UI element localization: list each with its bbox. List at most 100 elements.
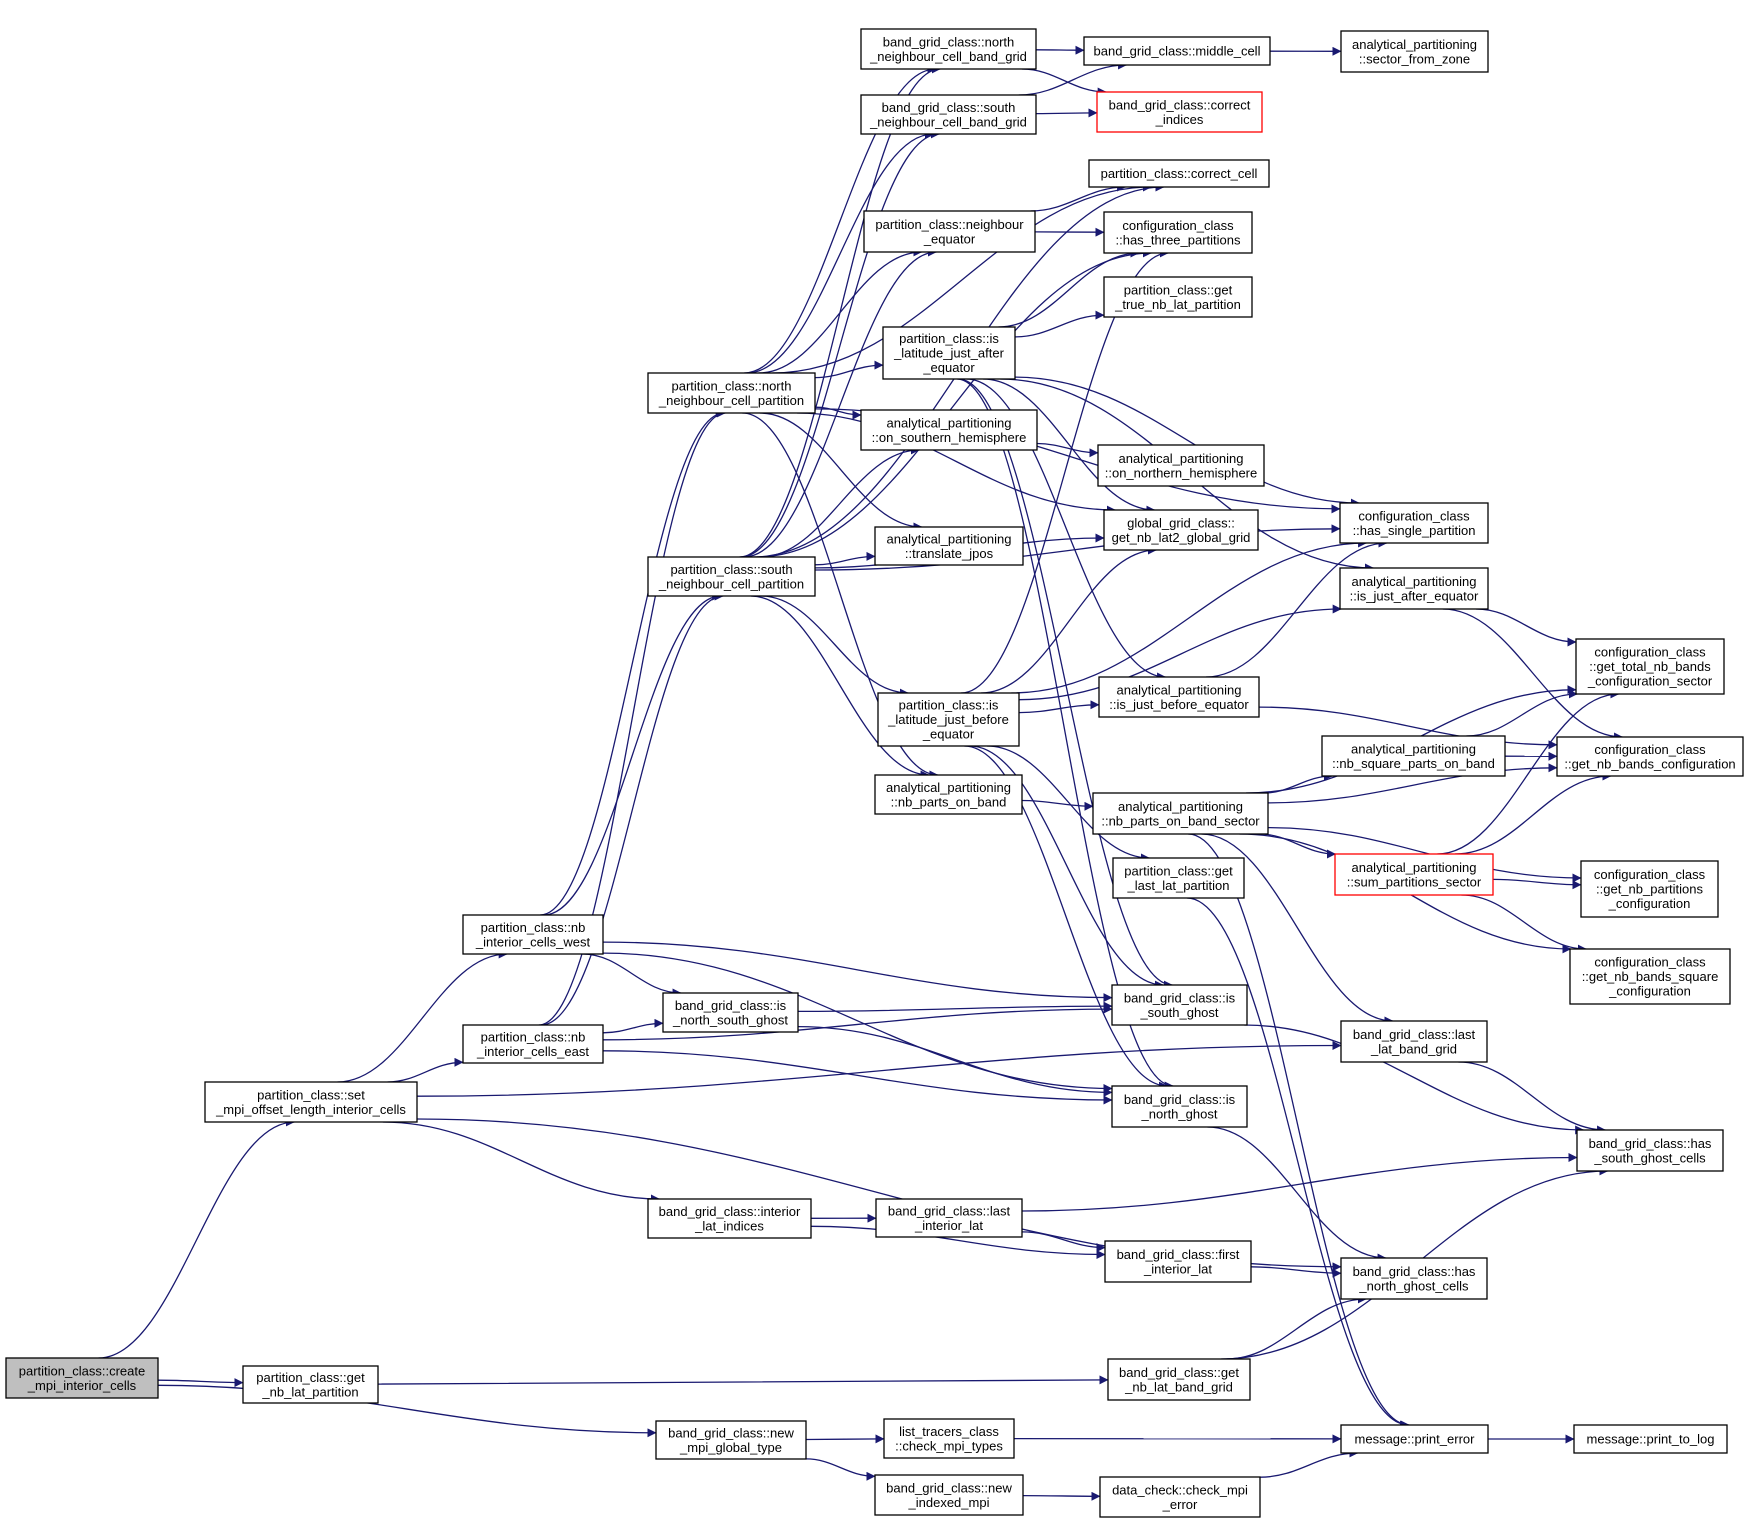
node-box: [874, 526, 1024, 566]
node-box: [860, 28, 1037, 70]
node-box: [655, 1420, 807, 1460]
node-last-interior-lat[interactable]: band_grid_class::last_interior_lat: [875, 1198, 1023, 1238]
node-label: message::print_to_log: [1587, 1432, 1715, 1447]
node-box: [1339, 567, 1489, 610]
node-is-lat-after[interactable]: partition_class::is_latitude_just_after_…: [882, 326, 1016, 380]
node-label: ::get_nb_bands_square: [1582, 969, 1719, 984]
node-label: configuration_class: [1358, 508, 1470, 523]
node-label: partition_class::get: [256, 1370, 365, 1385]
edge-sum-partitions-to-get-nb-partitions: [1492, 878, 1582, 890]
node-last-lat-band[interactable]: band_grid_class::last_lat_band_grid: [1340, 1020, 1488, 1063]
node-get-last-lat[interactable]: partition_class::get_last_lat_partition: [1112, 857, 1245, 899]
node-is-just-before[interactable]: analytical_partitioning::is_just_before_…: [1098, 676, 1260, 718]
node-label: _lat_band_grid: [1370, 1041, 1457, 1056]
node-is-south-ghost[interactable]: band_grid_class::is_south_ghost: [1111, 984, 1248, 1026]
node-is-lat-before[interactable]: partition_class::is_latitude_just_before…: [877, 692, 1020, 747]
edge-is-ns-ghost-to-is-south-ghost: [797, 1001, 1113, 1013]
node-has-north-ghost-cells[interactable]: band_grid_class::has_north_ghost_cells: [1340, 1257, 1488, 1300]
edge-create-mpi-to-get-nb-lat-partition: [157, 1378, 244, 1388]
edge-north-partition-to-is-lat-after: [814, 360, 884, 379]
node-sum-partitions[interactable]: analytical_partitioning::sum_partitions_…: [1334, 853, 1494, 896]
node-get-nb-lat2[interactable]: global_grid_class::get_nb_lat2_global_gr…: [1103, 509, 1259, 551]
node-box: [1569, 948, 1731, 1005]
edge-sum-partitions-to-get-total-nb-bands: [1437, 689, 1620, 855]
node-north-band-grid[interactable]: band_grid_class::north_neighbour_cell_ba…: [860, 28, 1037, 70]
node-get-nb-lat-partition[interactable]: partition_class::get_nb_lat_partition: [242, 1365, 379, 1404]
edge-south-band-grid-to-middle-cell: [1018, 60, 1128, 96]
node-is-just-after[interactable]: analytical_partitioning::is_just_after_e…: [1339, 567, 1489, 610]
node-first-interior-lat[interactable]: band_grid_class::first_interior_lat: [1104, 1240, 1252, 1283]
node-south-partition[interactable]: partition_class::south_neighbour_cell_pa…: [647, 556, 816, 597]
node-nb-parts-on-band[interactable]: analytical_partitioning::nb_parts_on_ban…: [874, 774, 1023, 815]
node-sector-from-zone[interactable]: analytical_partitioning::sector_from_zon…: [1340, 30, 1489, 73]
node-label: band_grid_class::north: [883, 34, 1015, 49]
node-get-true-nb-lat[interactable]: partition_class::get_true_nb_lat_partiti…: [1103, 276, 1253, 318]
edge-set-mpi-to-last-lat-band: [416, 1041, 1342, 1097]
edge-south-partition-to-has-three: [756, 248, 1152, 558]
node-new-mpi-global[interactable]: band_grid_class::new_mpi_global_type: [655, 1420, 807, 1460]
edge-get-nb-lat-band-to-has-north-ghost-cells: [1226, 1294, 1367, 1360]
edge-is-just-after-to-get-nb-bands-config: [1442, 608, 1624, 742]
node-has-three[interactable]: configuration_class::has_three_partition…: [1103, 211, 1253, 254]
node-new-indexed-mpi[interactable]: band_grid_class::new_indexed_mpi: [874, 1474, 1024, 1516]
node-has-single[interactable]: configuration_class::has_single_partitio…: [1339, 502, 1489, 544]
node-correct-cell[interactable]: partition_class::correct_cell: [1088, 159, 1270, 188]
node-label: ::get_nb_partitions: [1596, 882, 1703, 897]
node-box: [1576, 1129, 1724, 1172]
edge-is-lat-after-to-is-just-before: [966, 378, 1167, 682]
node-get-nb-lat-band[interactable]: band_grid_class::get_nb_lat_band_grid: [1107, 1358, 1251, 1401]
node-label: get_nb_lat2_global_grid: [1112, 530, 1251, 545]
node-north-partition[interactable]: partition_class::north_neighbour_cell_pa…: [647, 372, 816, 414]
edge-nb-parts-sector-to-last-lat-band: [1201, 833, 1394, 1026]
node-label: _configuration: [1608, 984, 1691, 999]
node-print-to-log[interactable]: message::print_to_log: [1573, 1424, 1728, 1454]
node-check-mpi-error[interactable]: data_check::check_mpi_error: [1099, 1476, 1261, 1518]
node-middle-cell[interactable]: band_grid_class::middle_cell: [1083, 36, 1271, 66]
node-label: _latitude_just_after: [893, 346, 1005, 361]
node-check-mpi-types[interactable]: list_tracers_class::check_mpi_types: [883, 1418, 1015, 1459]
node-label: partition_class::nb: [481, 920, 586, 935]
node-create-mpi[interactable]: partition_class::create_mpi_interior_cel…: [5, 1357, 159, 1399]
node-interior-lat-indices[interactable]: band_grid_class::interior_lat_indices: [647, 1198, 812, 1239]
node-box: [1340, 30, 1489, 73]
node-has-south-ghost-cells[interactable]: band_grid_class::has_south_ghost_cells: [1576, 1129, 1724, 1172]
node-nb-parts-sector[interactable]: analytical_partitioning::nb_parts_on_ban…: [1092, 792, 1269, 835]
node-label: _neighbour_cell_band_grid: [869, 114, 1027, 129]
node-box: [1340, 1424, 1489, 1454]
edge-last-interior-lat-to-has-south-ghost-cells: [1021, 1153, 1578, 1212]
node-set-mpi[interactable]: partition_class::set_mpi_offset_length_i…: [204, 1081, 418, 1123]
node-nb-square-parts[interactable]: analytical_partitioning::nb_square_parts…: [1321, 735, 1506, 777]
node-label: band_grid_class::is: [675, 998, 787, 1013]
node-on-southern[interactable]: analytical_partitioning::on_southern_hem…: [860, 409, 1038, 451]
node-label: analytical_partitioning: [886, 415, 1011, 430]
node-nb-west[interactable]: partition_class::nb_interior_cells_west: [462, 914, 604, 955]
node-box: [1103, 276, 1253, 318]
edge-north-partition-to-nb-parts-on-band: [742, 412, 939, 780]
node-get-nb-bands-square[interactable]: configuration_class::get_nb_bands_square…: [1569, 948, 1731, 1005]
node-label: partition_class::neighbour: [875, 217, 1024, 232]
node-label: _interior_lat: [914, 1218, 983, 1233]
node-label: _configuration_sector: [1587, 674, 1713, 689]
edge-north-partition-to-north-band-grid: [744, 64, 937, 374]
node-box: [662, 992, 799, 1033]
node-is-north-ghost[interactable]: band_grid_class::is_north_ghost: [1111, 1085, 1248, 1128]
node-is-ns-ghost[interactable]: band_grid_class::is_north_south_ghost: [662, 992, 799, 1033]
node-translate-jpos[interactable]: analytical_partitioning::translate_jpos: [874, 526, 1024, 566]
edge-set-mpi-to-nb-east: [387, 1057, 464, 1083]
node-nb-east[interactable]: partition_class::nb_interior_cells_east: [462, 1024, 604, 1064]
node-label: _mpi_offset_length_interior_cells: [215, 1102, 406, 1117]
node-on-northern[interactable]: analytical_partitioning::on_northern_hem…: [1097, 444, 1265, 487]
node-neighbour-equator[interactable]: partition_class::neighbour_equator: [863, 210, 1036, 253]
node-get-nb-partitions[interactable]: configuration_class::get_nb_partitions_c…: [1580, 860, 1719, 918]
edge-north-partition-to-get-nb-lat2: [797, 412, 1116, 515]
node-get-total-nb-bands[interactable]: configuration_class::get_total_nb_bands_…: [1575, 638, 1725, 695]
node-label: band_grid_class::new: [886, 1480, 1012, 1495]
node-south-band-grid[interactable]: band_grid_class::south_neighbour_cell_ba…: [860, 94, 1037, 135]
edge-new-mpi-global-to-new-indexed-mpi: [805, 1458, 876, 1481]
node-correct-indices[interactable]: band_grid_class::correct_indices: [1096, 91, 1263, 133]
edge-new-indexed-mpi-to-check-mpi-error: [1022, 1491, 1101, 1501]
node-print-error[interactable]: message::print_error: [1340, 1424, 1489, 1454]
edge-sum-partitions-to-get-nb-bands-config: [1454, 771, 1612, 855]
node-get-nb-bands-config[interactable]: configuration_class::get_nb_bands_config…: [1556, 736, 1744, 777]
